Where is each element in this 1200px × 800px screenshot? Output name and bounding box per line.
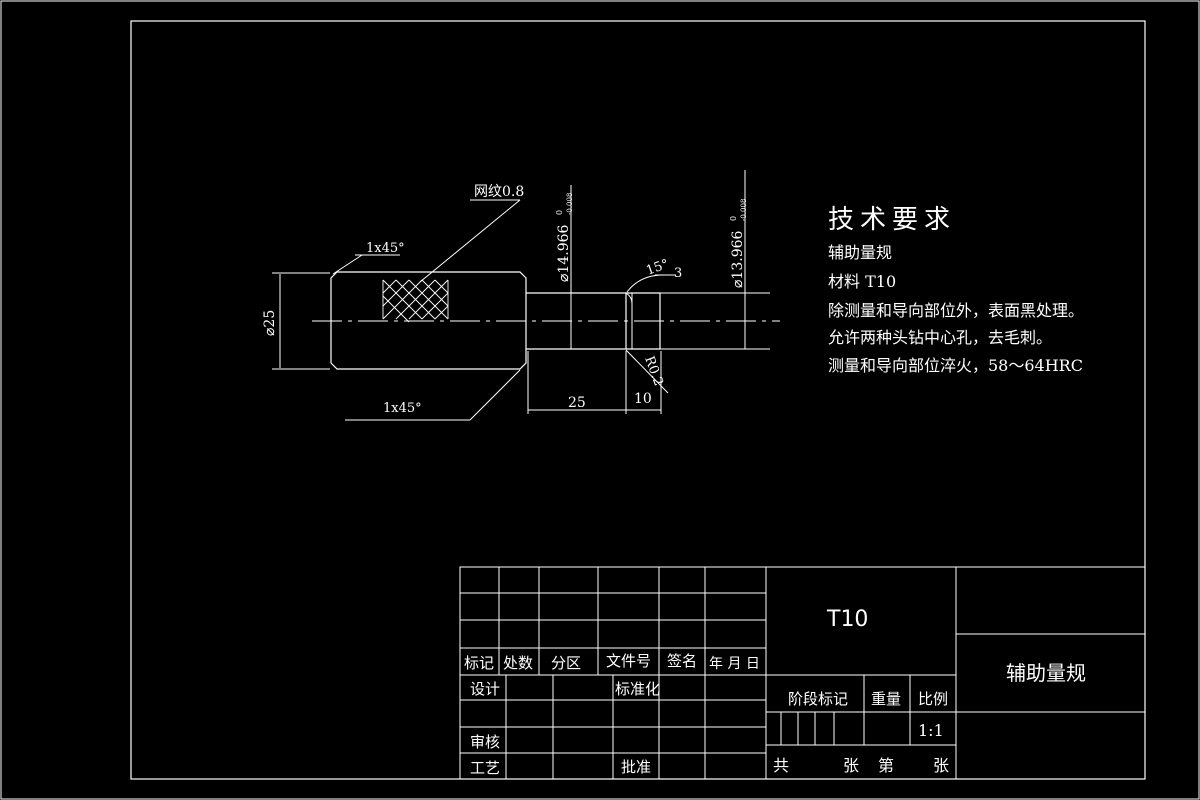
tech-line: 除测量和导向部位外，表面黑处理。 <box>828 301 1084 320</box>
approve-label: 批准 <box>621 758 651 776</box>
scale-value: 1:1 <box>918 721 944 740</box>
sheet-no-label: 第 <box>878 756 894 775</box>
tech-line: 允许两种头钻中心孔，去毛刺。 <box>828 328 1052 347</box>
dia-13-label: ⌀13.966 <box>730 230 746 288</box>
step-d14 <box>526 292 627 350</box>
dia-14-tol-upper: 0 <box>555 210 564 215</box>
standardization-label: 标准化 <box>615 680 660 698</box>
rev-header: 处数 <box>503 654 533 672</box>
len-10-label: 10 <box>634 391 652 407</box>
sheet-word: 张 <box>843 756 859 775</box>
review-label: 审核 <box>470 733 500 751</box>
dia-14-label: ⌀14.966 <box>556 224 572 282</box>
dia-13-tol-upper: 0 <box>729 216 738 221</box>
sheet-word-2: 张 <box>933 756 949 775</box>
tech-heading: 技术要求 <box>828 205 956 235</box>
dimensions <box>272 170 770 421</box>
dia-13-tol-lower: -0.008 <box>740 199 748 221</box>
design-label: 设计 <box>470 680 500 698</box>
weight-label: 重量 <box>871 690 901 708</box>
stage-mark-label: 阶段标记 <box>788 690 848 708</box>
dia-25-label: ⌀25 <box>262 310 278 336</box>
len-25-label: 25 <box>568 395 586 411</box>
chamfer-top-label: 1x45° <box>366 241 405 256</box>
knurl-hatch <box>382 279 449 323</box>
rev-header: 签名 <box>667 652 697 670</box>
cylinder-d25 <box>330 271 527 370</box>
rev-header: 标记 <box>464 654 494 672</box>
sheets-total-label: 共 <box>773 756 789 775</box>
step-d13 <box>626 292 661 350</box>
tech-line: 辅助量规 <box>828 243 892 262</box>
dia-13-dim: ⌀13.966 0 -0.008 <box>729 199 748 288</box>
len-3-label: 3 <box>674 266 682 281</box>
part-view <box>312 271 780 370</box>
angle-label: 15° <box>644 257 671 279</box>
knurl-note: 网纹0.8 <box>474 184 524 200</box>
rev-header: 分区 <box>551 654 581 672</box>
tech-line: 测量和导向部位淬火，58～64HRC <box>828 356 1083 375</box>
scale-label: 比例 <box>918 690 948 708</box>
dia-14-tol-lower: -0.008 <box>566 193 574 215</box>
title-block <box>459 566 1146 780</box>
material-value: T10 <box>826 607 868 632</box>
rev-header: 文件号 <box>606 652 651 670</box>
chamfer-bottom-label: 1x45° <box>383 401 422 416</box>
dia-14-dim: ⌀14.966 0 -0.008 <box>555 193 574 282</box>
rev-header: 年 月 日 <box>709 656 760 672</box>
process-label: 工艺 <box>470 759 500 777</box>
tech-line: 材料 T10 <box>828 272 896 291</box>
part-name: 辅助量规 <box>1006 661 1086 685</box>
radius-label: R0.2 <box>641 354 666 388</box>
